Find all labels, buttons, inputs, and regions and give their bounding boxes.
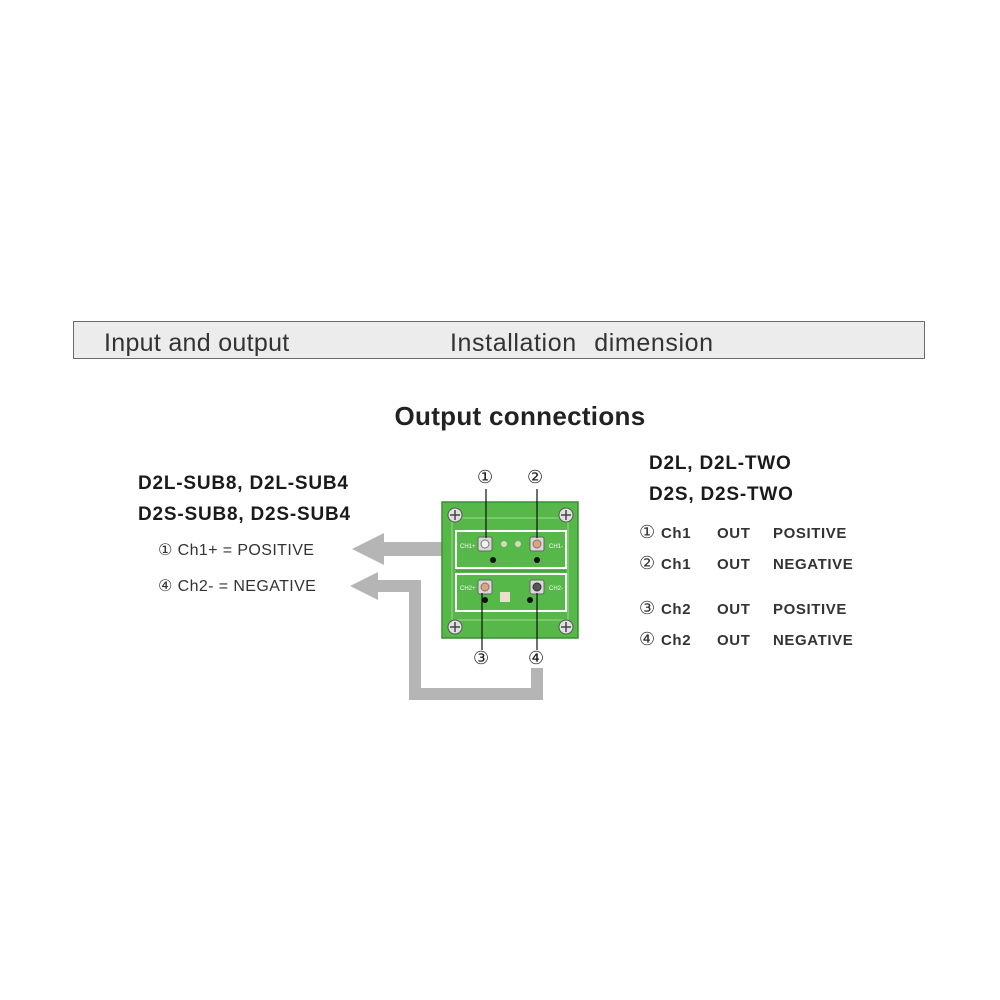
right-connection-row: ④ Ch2 OUT NEGATIVE: [639, 629, 853, 650]
connection-out: OUT: [717, 525, 751, 542]
connection-number: ①: [639, 522, 656, 542]
green-board: [441, 501, 579, 639]
header-installation-dimension: Installation dimension: [450, 329, 714, 357]
board-label-ch2-minus: CH2-: [549, 586, 563, 592]
models-right: D2L, D2L-TWO D2S, D2S-TWO: [649, 448, 794, 510]
connection-channel: Ch1: [661, 525, 692, 542]
connection-number: ②: [639, 553, 656, 573]
connection-channel: Ch2: [661, 632, 692, 649]
corner-screw-icon: [558, 507, 574, 523]
arrowhead-ch2-negative: [350, 572, 378, 600]
connection-number: ③: [639, 598, 656, 618]
model-line: D2L-SUB8, D2L-SUB4: [138, 473, 349, 494]
terminal-screw-icon: [529, 536, 545, 552]
terminal-pin: [482, 597, 488, 603]
wire-terminal-4: [368, 580, 543, 700]
right-connection-row: ② Ch1 OUT NEGATIVE: [639, 553, 853, 574]
connection-channel: Ch2: [661, 601, 692, 618]
connection-number: ①: [158, 542, 173, 559]
left-connection-ch1-positive: ① Ch1+ = POSITIVE: [158, 540, 314, 560]
corner-screw-icon: [447, 619, 463, 635]
connection-number: ④: [158, 578, 173, 595]
board-label-ch1-plus: CH1+: [460, 544, 476, 550]
wire-terminal-1: [376, 542, 456, 556]
board-label-ch1-minus: CH1-: [549, 544, 563, 550]
right-connection-row: ① Ch1 OUT POSITIVE: [639, 522, 847, 543]
arrowhead-ch1-positive: [352, 533, 384, 565]
model-line: D2S-SUB8, D2S-SUB4: [138, 504, 351, 525]
connection-text: Ch1+ = POSITIVE: [177, 542, 315, 559]
terminal-pin: [490, 557, 496, 563]
terminal-number-4: ④: [528, 648, 545, 668]
terminal-pin: [527, 597, 533, 603]
corner-screw-icon: [558, 619, 574, 635]
connection-polarity: POSITIVE: [773, 601, 847, 618]
connection-text: Ch2- = NEGATIVE: [177, 578, 317, 595]
connection-out: OUT: [717, 601, 751, 618]
right-connection-row: ③ Ch2 OUT POSITIVE: [639, 598, 847, 619]
terminal-screw-icon: [477, 536, 493, 552]
terminal-screw-icon: [477, 579, 493, 595]
connection-polarity: POSITIVE: [773, 525, 847, 542]
connection-out: OUT: [717, 632, 751, 649]
board-label-ch2-plus: CH2+: [460, 586, 476, 592]
model-line: D2L, D2L-TWO: [649, 453, 792, 474]
terminal-frame-ch1: [455, 530, 567, 569]
terminal-number-1: ①: [477, 467, 494, 487]
terminal-pin: [534, 557, 540, 563]
terminal-number-3: ③: [473, 648, 490, 668]
corner-screw-icon: [447, 507, 463, 523]
connection-number: ④: [639, 629, 656, 649]
connection-out: OUT: [717, 556, 751, 573]
model-line: D2S, D2S-TWO: [649, 484, 794, 505]
connection-polarity: NEGATIVE: [773, 556, 854, 573]
terminal-number-2: ②: [527, 467, 544, 487]
connection-channel: Ch1: [661, 556, 692, 573]
left-connection-ch2-negative: ④ Ch2- = NEGATIVE: [158, 576, 316, 596]
connection-polarity: NEGATIVE: [773, 632, 854, 649]
header-input-output: Input and output: [104, 329, 290, 357]
terminal-screw-icon: [529, 579, 545, 595]
terminal-frame-ch2: [455, 573, 567, 612]
board-inner: [451, 517, 569, 621]
diagram-title: Output connections: [394, 401, 646, 431]
section-header-bar: Input and output Installation dimension: [73, 321, 925, 359]
models-left: D2L-SUB8, D2L-SUB4 D2S-SUB8, D2S-SUB4: [138, 468, 351, 530]
